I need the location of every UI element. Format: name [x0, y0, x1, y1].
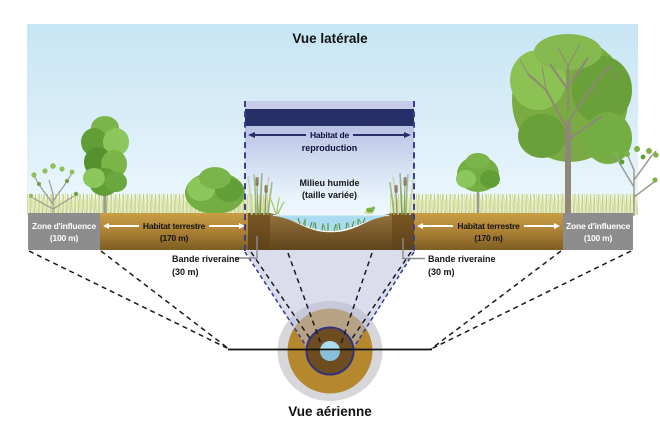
milieu-humide-label: Milieu humide (taille variée)	[299, 178, 360, 200]
habitat-terrestre-label: Habitat terrestre	[457, 220, 520, 231]
basin-soil	[270, 213, 392, 250]
zone-influence-label: Zone d'influence	[32, 220, 96, 231]
width-arrow: Habitat terrestre	[414, 220, 563, 232]
habitat-terrestre-size: (170 m)	[474, 232, 503, 243]
bande-riveraine-label-right: Bande riveraine (30 m)	[428, 254, 496, 277]
band-habitat-terrestre-right: Habitat terrestre (170 m)	[414, 213, 563, 250]
aerial-milieu-humide-circle	[320, 341, 340, 361]
arrowhead-left-icon	[417, 222, 423, 229]
aerial-zone-influence-ring	[277, 301, 383, 401]
aerial-habitat-terrestre-ring	[287, 308, 373, 394]
twiggy-bush-icon	[613, 146, 659, 216]
arrowhead-right-icon	[404, 132, 411, 138]
grass-strip-right	[390, 194, 638, 215]
band-zone-influence-left: Zone d'influence (100 m)	[28, 213, 100, 250]
black-projection-dashes	[28, 250, 632, 350]
aquatic-grass	[297, 217, 366, 232]
reproduction-width-arrow: Habitat de	[245, 128, 414, 142]
tall-tree-icon	[81, 116, 129, 216]
band-habitat-terrestre-left: Habitat terrestre (170 m)	[100, 213, 248, 250]
round-bush-icon	[185, 167, 245, 216]
arrowhead-right-icon	[554, 222, 561, 229]
panel-gradient-body	[245, 126, 414, 216]
width-arrow: Habitat terrestre	[100, 220, 248, 232]
large-tree-icon	[510, 34, 632, 216]
panel-dashed-border-right	[413, 101, 415, 251]
zone-influence-size: (100 m)	[583, 232, 613, 243]
panel-top-strip	[245, 101, 414, 109]
lateral-view-title: Vue latérale	[292, 31, 368, 46]
aerial-view-title: Vue aérienne	[288, 404, 372, 419]
reproduction-habitat-label-line2: reproduction	[301, 143, 358, 153]
small-tree-icon	[456, 153, 500, 216]
sparse-shrub-icon	[28, 163, 79, 216]
reproduction-habitat-label: Habitat de	[309, 130, 350, 140]
navy-projection-dashes	[244, 251, 415, 349]
habitat-terrestre-size: (170 m)	[159, 232, 189, 243]
water	[273, 215, 389, 231]
panel-dashed-border-left	[244, 101, 246, 251]
zone-influence-label: Zone d'influence	[566, 220, 630, 231]
aerial-bande-riveraine-ring	[305, 326, 355, 376]
arrowhead-left-icon	[248, 132, 255, 138]
panel-navy-bar	[245, 109, 414, 126]
projection-wedge	[245, 250, 415, 350]
arrowhead-right-icon	[239, 222, 246, 229]
bande-riveraine-label-left: Bande riveraine (30 m)	[172, 254, 240, 277]
band-zone-influence-right: Zone d'influence (100 m)	[563, 213, 633, 250]
zone-influence-size: (100 m)	[49, 232, 79, 243]
habitat-terrestre-label: Habitat terrestre	[142, 220, 206, 231]
arrowhead-left-icon	[103, 222, 109, 229]
